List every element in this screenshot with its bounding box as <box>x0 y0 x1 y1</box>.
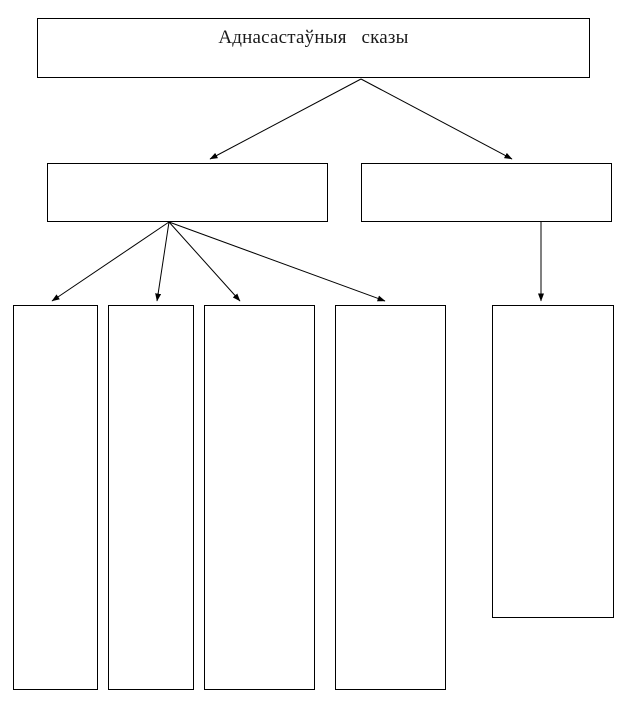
edge-branch-1-leaf-3 <box>168 221 241 302</box>
edge-branch-1-leaf-4 <box>168 221 386 302</box>
node-leaf-5[interactable] <box>492 305 614 618</box>
node-leaf-1[interactable] <box>13 305 98 690</box>
node-root[interactable]: Аднасастаўныя сказы <box>37 18 590 78</box>
edge-root-branch-2 <box>360 78 513 160</box>
edge-branch-1-leaf-2 <box>155 221 170 302</box>
node-root-label: Аднасастаўныя сказы <box>218 27 409 48</box>
node-leaf-3[interactable] <box>204 305 315 690</box>
node-branch-1[interactable] <box>47 163 328 222</box>
node-leaf-2[interactable] <box>108 305 194 690</box>
node-branch-2[interactable] <box>361 163 612 222</box>
edge-branch-1-leaf-1 <box>51 221 170 302</box>
node-leaf-4[interactable] <box>335 305 446 690</box>
edge-root-branch-1 <box>209 78 362 160</box>
